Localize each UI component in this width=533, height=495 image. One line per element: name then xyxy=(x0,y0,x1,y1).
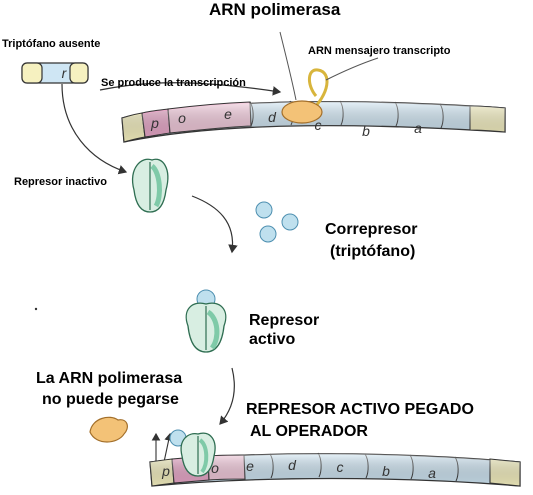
label-corepressor-1: Correpresor xyxy=(325,221,418,238)
repressor-to-operator-arrow xyxy=(219,367,235,425)
transcription-arrow xyxy=(99,82,282,96)
segment-p-bottom: p xyxy=(161,463,170,479)
segment-e-top: e xyxy=(224,106,232,122)
rna-polymerase-top xyxy=(281,68,329,124)
segment-o-top: o xyxy=(178,110,186,126)
label-active-repressor-2: activo xyxy=(249,331,296,348)
segment-b-top: b xyxy=(362,123,370,139)
active-repressor-shape xyxy=(185,289,227,353)
gene-to-repressor-arrow xyxy=(61,83,128,175)
mrna-pointer-line xyxy=(325,57,379,81)
inactive-repressor-shape xyxy=(131,158,169,213)
label-active-repressor-1: Represor xyxy=(249,312,320,329)
segment-b-bottom: b xyxy=(382,463,390,479)
segment-a-top: a xyxy=(414,120,422,136)
bound-repressor-shape xyxy=(169,429,216,477)
rna-polymerase-detached xyxy=(89,416,128,443)
segment-p-top: p xyxy=(150,115,159,131)
label-transcription: Se produce la transcripción xyxy=(101,77,246,89)
label-cannot-bind-1: La ARN polimerasa xyxy=(36,370,183,387)
label-cannot-bind-2: no puede pegarse xyxy=(42,391,179,408)
dna-strand-top: p o e d c b a xyxy=(121,100,506,143)
label-corepressor-2: (triptófano) xyxy=(330,243,416,260)
segment-a-bottom: a xyxy=(428,465,436,481)
segment-e-bottom: e xyxy=(246,458,254,474)
label-inactive-repressor: Represor inactivo xyxy=(14,176,107,188)
segment-d-bottom: d xyxy=(288,457,297,473)
label-bound-repressor-1: REPRESOR ACTIVO PEGADO xyxy=(246,401,474,418)
stray-dot xyxy=(34,307,38,311)
dna-strand-bottom: p o e d c b a xyxy=(149,452,521,487)
polymerase-pointer-line xyxy=(279,31,297,101)
gene-r-fragment: r xyxy=(21,62,89,84)
segment-c-top: c xyxy=(315,117,322,133)
label-mrna: ARN mensajero transcripto xyxy=(308,45,451,57)
segment-o-bottom: o xyxy=(211,460,219,476)
title-rna-polymerase: ARN polimerasa xyxy=(209,0,341,19)
gene-r-label: r xyxy=(62,65,68,81)
repressor-binding-arrow xyxy=(191,195,238,254)
label-tryptophan-absent: Triptófano ausente xyxy=(2,38,101,50)
label-bound-repressor-2: AL OPERADOR xyxy=(250,423,368,440)
segment-d-top: d xyxy=(268,109,277,125)
blocked-arrow-right xyxy=(163,432,173,463)
corepressor-molecules xyxy=(255,201,299,243)
segment-c-bottom: c xyxy=(337,459,344,475)
